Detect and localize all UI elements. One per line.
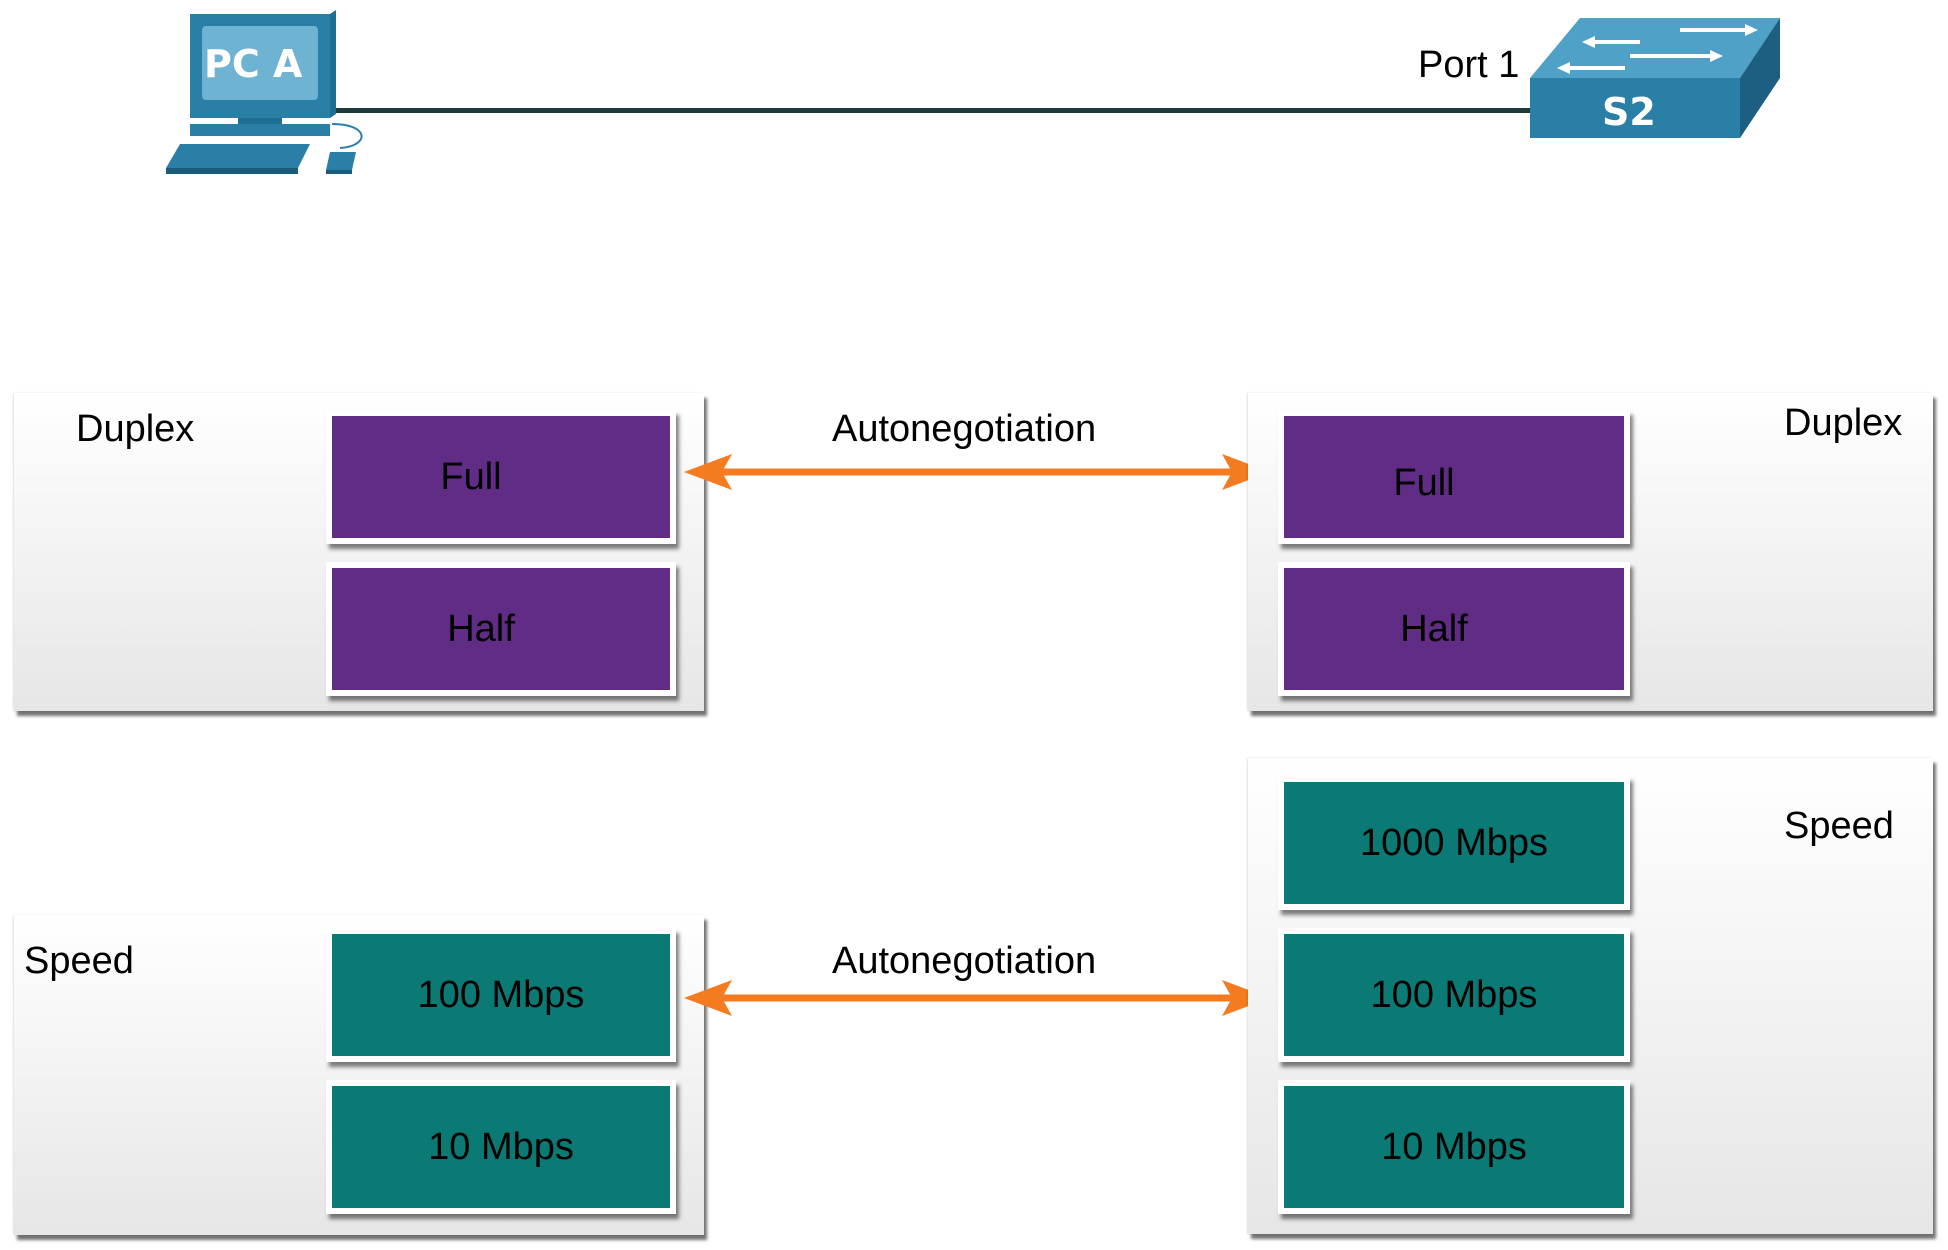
duplex-option-half-right: Half	[1278, 562, 1630, 696]
speed-option-10-left: 10 Mbps	[326, 1080, 676, 1214]
speed-option-100-right: 100 Mbps	[1278, 928, 1630, 1062]
duplex-option-full-left: Full	[326, 410, 676, 544]
speed-autoneg-arrow	[684, 980, 1270, 1016]
speed-autoneg-label: Autonegotiation	[832, 940, 1097, 982]
duplex-title-left: Duplex	[76, 408, 195, 450]
duplex-title-right: Duplex	[1784, 402, 1903, 444]
duplex-autoneg-arrow	[684, 454, 1270, 490]
port-label: Port 1	[1418, 44, 1520, 86]
duplex-option-half-left: Half	[326, 562, 676, 696]
speed-option-1000-right: 1000 Mbps	[1278, 776, 1630, 910]
speed-title-right: Speed	[1784, 805, 1894, 847]
speed-option-10-right: 10 Mbps	[1278, 1080, 1630, 1214]
ethernet-link	[330, 108, 1540, 113]
pc-icon	[166, 10, 363, 174]
speed-option-100-left: 100 Mbps	[326, 928, 676, 1062]
speed-title-left: Speed	[24, 940, 134, 982]
switch-label: S2	[1602, 90, 1656, 134]
switch-icon	[1530, 18, 1780, 138]
duplex-autoneg-label: Autonegotiation	[832, 408, 1097, 450]
pc-label: PC A	[204, 42, 303, 86]
duplex-option-full-right: Full	[1278, 410, 1630, 544]
